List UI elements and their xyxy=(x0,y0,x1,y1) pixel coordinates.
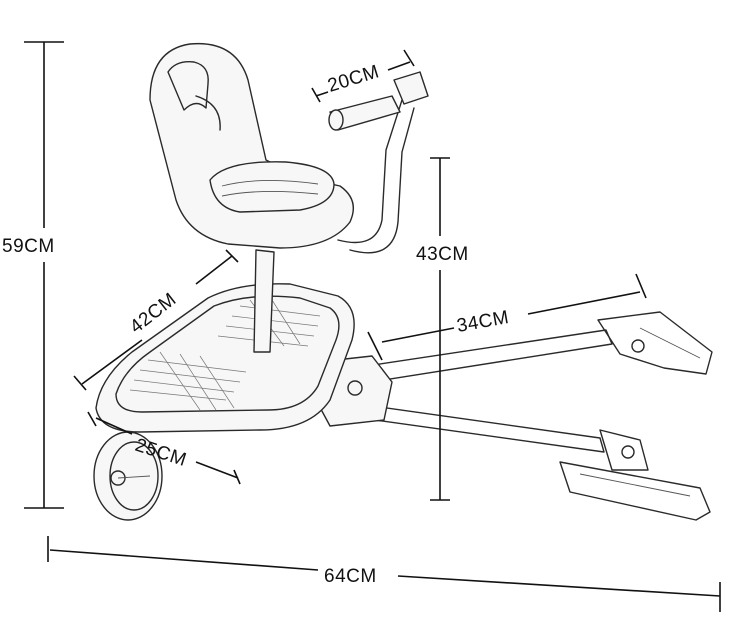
seat xyxy=(149,42,354,249)
product-sketch xyxy=(93,42,713,521)
dimension-43cm: 43CM xyxy=(416,157,469,501)
label-43cm: 43CM xyxy=(416,244,469,265)
upper-arm xyxy=(339,311,713,387)
handle-bar xyxy=(328,71,429,254)
dimension-59cm: 59CM xyxy=(2,41,64,509)
label-20cm: 20CM xyxy=(325,61,382,96)
dimension-20cm: 20CM xyxy=(311,49,415,103)
label-64cm: 64CM xyxy=(324,566,377,587)
board xyxy=(95,283,355,433)
dimension-64cm: 64CM xyxy=(47,536,721,612)
dimension-34cm: 34CM xyxy=(367,273,647,361)
label-59cm: 59CM xyxy=(2,236,55,257)
seat-post xyxy=(253,249,275,353)
hinge-bolt xyxy=(347,380,363,396)
label-34cm: 34CM xyxy=(455,307,511,337)
lower-arm xyxy=(329,399,711,521)
